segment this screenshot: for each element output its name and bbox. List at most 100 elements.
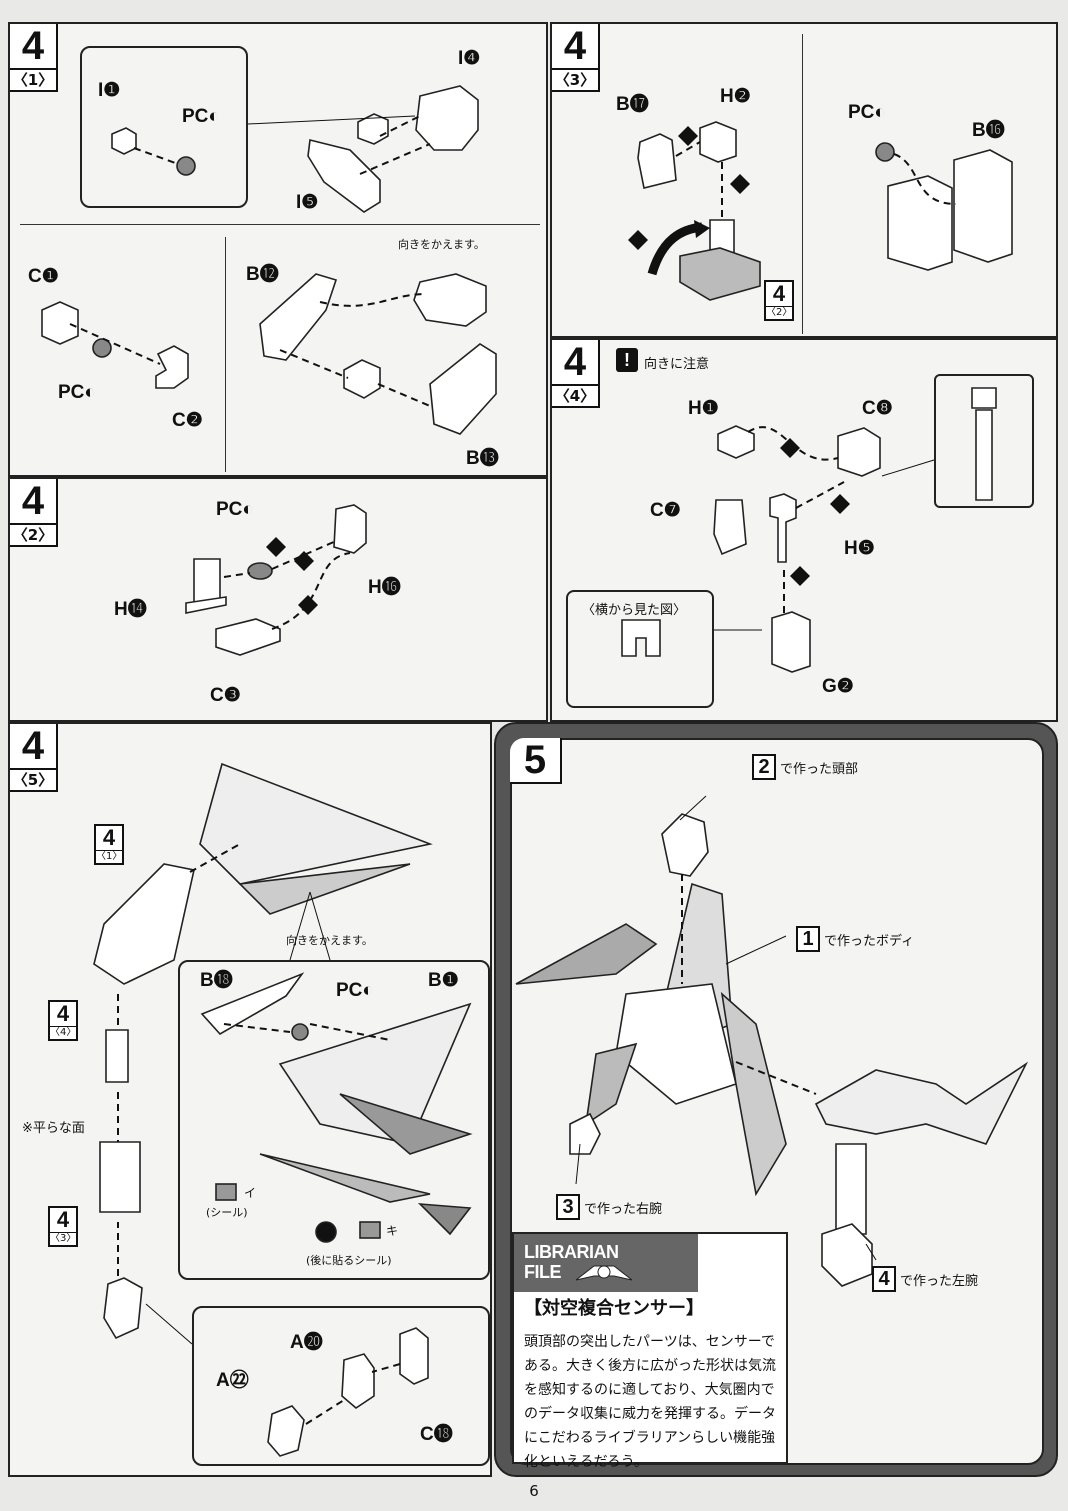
ref-sub: 〈1〉 (96, 851, 123, 862)
step-4-2-panel: 4 〈2〉 PC◐ H⓮ H⓰ C❸ (8, 477, 548, 722)
step-number-badge: 5 (510, 738, 562, 784)
step-reference-4-4: 4 〈4〉 (48, 1000, 78, 1041)
step-number-badge: 4 〈3〉 (552, 24, 600, 92)
after-seal-label: (後に貼るシール) (306, 1254, 392, 1267)
body-step-number: 1 (796, 926, 820, 952)
librarian-file-title: LIBRARIAN FILE (524, 1242, 619, 1282)
part-label-c3: C❸ (210, 685, 241, 706)
hand-subassembly-frame (192, 1306, 490, 1466)
ref-sub: 〈4〉 (50, 1027, 77, 1038)
step-number: 4 (552, 340, 598, 386)
librarian-title-line-1: LIBRARIAN (524, 1242, 619, 1262)
step-number-badge: 4 〈1〉 (10, 24, 58, 92)
part-label-pc-f: PC◐ (336, 980, 374, 1001)
part-label-c2: C❷ (172, 410, 203, 431)
head-caption-text: で作った頭部 (780, 762, 859, 777)
rotate-note: 向きをかえます。 (286, 934, 373, 947)
part-label-pc-d: PC◐ (182, 106, 220, 127)
left-arm-caption: 4 で作った左腕 (872, 1266, 978, 1292)
divider (225, 237, 226, 472)
parts-illustration (41, 85, 497, 435)
ref-number: 4 (96, 826, 122, 851)
step-reference-4-3: 4 〈3〉 (48, 1206, 78, 1247)
part-label-i5: I❺ (296, 192, 319, 213)
right-arm-caption: 3 で作った右腕 (556, 1194, 662, 1220)
part-label-a22: A㉒ (216, 1370, 249, 1391)
librarian-emblem-icon (575, 1265, 633, 1281)
seal-ki-label: キ (386, 1224, 399, 1238)
part-label-pc-d: PC◐ (848, 102, 886, 123)
ref-sub: 〈3〉 (50, 1233, 77, 1244)
librarian-file-header: LIBRARIAN FILE (514, 1234, 698, 1292)
part-label-b12: B⓬ (246, 264, 279, 285)
ref-number: 4 (766, 282, 792, 307)
right-arm-caption-text: で作った右腕 (584, 1202, 663, 1217)
step-reference-4-2: 4 〈2〉 (764, 280, 794, 321)
part-label-b1: B❶ (428, 970, 459, 991)
seal-i-label: イ (244, 1186, 257, 1200)
side-view-box (566, 590, 714, 708)
part-label-c1: C❶ (28, 266, 59, 287)
step-number: 5 (523, 738, 547, 782)
detail-callout (934, 374, 1034, 508)
part-label-h16: H⓰ (368, 577, 401, 598)
part-label-c7: C❼ (650, 500, 681, 521)
step-number: 4 (10, 724, 56, 770)
left-arm-step-number: 4 (872, 1266, 896, 1292)
step-number-badge: 4 〈5〉 (10, 724, 58, 792)
part-label-i4: I❹ (458, 48, 481, 69)
part-label-h1: H❶ (688, 398, 719, 419)
step-number: 4 (552, 24, 598, 70)
part-label-g2: G❷ (822, 676, 854, 697)
librarian-file-box: LIBRARIAN FILE 【対空複合センサー】 頭頂部の突出したパーツは、セ… (512, 1232, 788, 1470)
librarian-file-subtitle: 【対空複合センサー】 (524, 1298, 704, 1319)
step-sub-number: 〈1〉 (12, 71, 54, 89)
part-label-h2: H❷ (720, 86, 751, 107)
librarian-file-body: 頭頂部の突出したパーツは、センサーである。大きく後方に広がった形状は気流を感知す… (524, 1334, 776, 1470)
step-sub-number: 〈5〉 (12, 771, 54, 789)
parts-illustration (93, 762, 473, 1457)
page-number: 6 (529, 1482, 539, 1500)
sub-assembly-frame (80, 46, 248, 208)
step-reference-4-1: 4 〈1〉 (94, 824, 124, 865)
head-caption: 2 で作った頭部 (752, 754, 858, 780)
side-view-label: 〈横から見た図〉 (582, 603, 687, 618)
ref-number: 4 (50, 1208, 76, 1233)
parts-illustration (185, 504, 367, 656)
orientation-warning: 向きに注意 (644, 357, 710, 372)
part-label-c8: C❽ (862, 398, 893, 419)
part-label-b17: B⓱ (616, 94, 649, 115)
step-number-badge: 4 〈2〉 (10, 479, 58, 547)
flat-surface-note: ※平らな面 (22, 1121, 85, 1136)
seal-label: (シール) (206, 1206, 248, 1219)
part-label-h5: H❺ (844, 538, 875, 559)
body-caption-text: で作ったボディ (824, 934, 915, 949)
step-number-badge: 4 〈4〉 (552, 340, 600, 408)
left-arm-caption-text: で作った左腕 (900, 1274, 979, 1289)
part-label-b13: B⓭ (466, 448, 499, 469)
step-sub-number: 〈2〉 (12, 526, 54, 544)
step-4-5-panel: 4 〈5〉 (8, 722, 492, 1477)
parts-illustration (628, 121, 1013, 301)
part-label-pc-j: PC◐ (216, 499, 254, 520)
step-4-3-panel: 4 〈3〉 B⓱ H❷ PC◐ B⓰ 4 〈2〉 (550, 22, 1058, 338)
divider (802, 34, 803, 334)
head-step-number: 2 (752, 754, 776, 780)
step-sub-number: 〈4〉 (554, 387, 596, 405)
part-label-pc-c: PC◐ (58, 382, 96, 403)
part-label-b18: B⓲ (200, 970, 233, 991)
right-arm-step-number: 3 (556, 1194, 580, 1220)
part-label-c18: C⓲ (420, 1424, 453, 1445)
step-4-1-panel: 4 〈1〉 (8, 22, 548, 477)
body-caption: 1 で作ったボディ (796, 926, 914, 952)
warning-icon: ! (616, 348, 638, 372)
step-4-4-panel: 4 〈4〉 ! 向きに注意 H❶ C❽ C❼ H❺ G❷ 〈横から見た図〉 (550, 338, 1058, 722)
step-5-panel: 5 2 で作った頭部 1 で作ったボディ 3 で作った右腕 4 で作った左腕 (494, 722, 1058, 1477)
step-number: 4 (10, 24, 56, 70)
ref-number: 4 (50, 1002, 76, 1027)
rotate-note: 向きをかえます。 (398, 238, 485, 251)
part-label-b16: B⓰ (972, 120, 1005, 141)
part-label-a20: A⓴ (290, 1332, 323, 1353)
assembly-illustration (515, 795, 1029, 1287)
wing-subassembly-frame (178, 960, 490, 1280)
